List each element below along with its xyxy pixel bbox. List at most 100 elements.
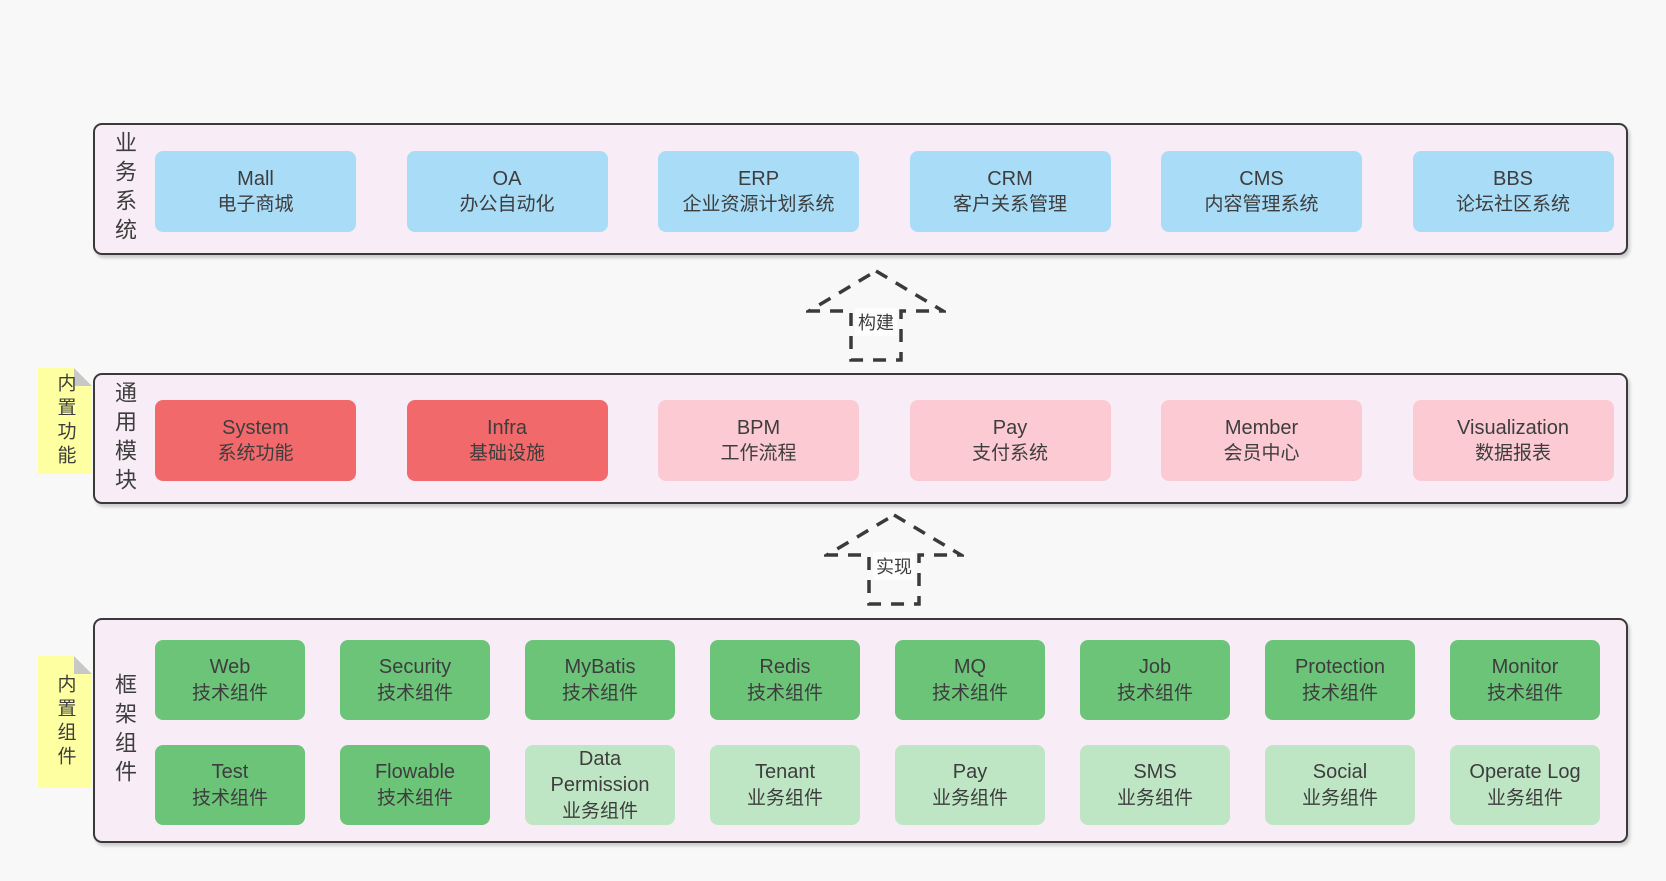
box-title: Web <box>209 656 251 679</box>
box-title: CMS <box>1239 167 1284 190</box>
box-pay: Pay 支付系统 <box>909 400 1111 481</box>
box-subtitle: 业务组件 <box>1116 787 1193 809</box>
sticky-note-built-in-features: 内置功能 <box>38 368 92 474</box>
box-subtitle: 业务组件 <box>1301 787 1378 809</box>
box-system: System 系统功能 <box>155 400 356 481</box>
box-oa: OA 办公自动化 <box>406 151 608 232</box>
box-subtitle: 数据报表 <box>1474 443 1551 465</box>
box-subtitle: 技术组件 <box>376 787 453 809</box>
box-title: CRM <box>987 167 1033 190</box>
box-mybatis: MyBatis 技术组件 <box>525 640 675 720</box>
box-subtitle: 技术组件 <box>931 682 1008 704</box>
box-subtitle: 技术组件 <box>561 682 638 704</box>
implement-arrow-label: 实现 <box>873 552 915 581</box>
box-subtitle: 技术组件 <box>191 682 268 704</box>
box-subtitle: 内容管理系统 <box>1204 194 1319 216</box>
box-mq: MQ 技术组件 <box>895 640 1045 720</box>
sticky-note-label: 内置功能 <box>54 373 76 469</box>
box-mall: Mall 电子商城 <box>155 151 356 232</box>
box-title: Pay <box>992 416 1028 439</box>
box-title: Protection <box>1294 656 1386 679</box>
box-subtitle: 办公自动化 <box>459 194 555 216</box>
box-operate-log: Operate Log 业务组件 <box>1450 745 1600 825</box>
build-arrow-label: 构建 <box>855 308 897 337</box>
box-job: Job 技术组件 <box>1080 640 1230 720</box>
box-crm: CRM 客户关系管理 <box>909 151 1111 232</box>
box-title: Operate Log <box>1469 761 1581 784</box>
box-subtitle: 会员中心 <box>1223 443 1300 465</box>
box-title: ERP <box>737 167 780 190</box>
box-subtitle: 电子商城 <box>217 194 294 216</box>
box-title: Monitor <box>1491 656 1559 679</box>
sticky-note-built-in-components: 内置组件 <box>38 656 92 788</box>
box-title: Social <box>1312 761 1368 784</box>
box-erp: ERP 企业资源计划系统 <box>658 151 859 232</box>
box-title: BPM <box>736 416 781 439</box>
box-subtitle: 客户关系管理 <box>952 194 1067 216</box>
build-arrow: 构建 <box>806 268 946 363</box>
box-subtitle: 业务组件 <box>931 787 1008 809</box>
box-subtitle: 技术组件 <box>1486 682 1563 704</box>
box-subtitle: 技术组件 <box>1301 682 1378 704</box>
box-title: Job <box>1138 656 1172 679</box>
box-member: Member 会员中心 <box>1161 400 1362 481</box>
box-subtitle: 技术组件 <box>746 682 823 704</box>
box-test: Test 技术组件 <box>155 745 305 825</box>
box-redis: Redis 技术组件 <box>710 640 860 720</box>
box-subtitle: 业务组件 <box>1486 787 1563 809</box>
folded-corner-icon <box>74 656 92 674</box>
box-subtitle: 业务组件 <box>561 800 638 822</box>
box-title: Flowable <box>374 761 456 784</box>
box-visualization: Visualization 数据报表 <box>1412 400 1614 481</box>
box-subtitle: 基础设施 <box>468 443 545 465</box>
box-sms: SMS 业务组件 <box>1080 745 1230 825</box>
box-title: OA <box>492 167 522 190</box>
box-social: Social 业务组件 <box>1265 745 1415 825</box>
box-security: Security 技术组件 <box>340 640 490 720</box>
box-title: System <box>222 416 289 439</box>
box-title: Security <box>378 656 452 679</box>
box-title: Redis <box>759 656 811 679</box>
box-title: Visualization <box>1457 416 1569 439</box>
box-subtitle: 工作流程 <box>720 443 797 465</box>
box-title: Tenant <box>754 761 816 784</box>
layer-label-components: 框架组件 <box>112 672 137 789</box>
box-data-permission: Data Permission 业务组件 <box>525 745 675 825</box>
box-bbs: BBS 论坛社区系统 <box>1412 151 1614 232</box>
business-systems-layer: 业务系统 Mall 电子商城 OA 办公自动化 ERP 企业资源计划系统 CRM 客户关系管理… <box>93 123 1628 255</box>
sticky-note-label: 内置组件 <box>54 674 76 770</box>
box-flowable: Flowable 技术组件 <box>340 745 490 825</box>
implement-arrow: 实现 <box>824 512 964 607</box>
layer-label-modules: 通用模块 <box>112 380 137 497</box>
box-title: Infra <box>486 416 528 439</box>
box-title: Mall <box>237 167 274 190</box>
box-title: Test <box>211 761 249 784</box>
layer-label-business: 业务系统 <box>112 131 137 247</box>
dashed-up-arrow-icon <box>824 512 964 606</box>
box-title: Pay <box>952 761 988 784</box>
box-subtitle: 系统功能 <box>217 443 294 465</box>
box-title: MQ <box>953 656 987 679</box>
box-subtitle: 技术组件 <box>191 787 268 809</box>
box-subtitle: 支付系统 <box>971 443 1048 465</box>
box-title: Member <box>1224 416 1299 439</box>
box-protection: Protection 技术组件 <box>1265 640 1415 720</box>
box-subtitle: 企业资源计划系统 <box>682 194 835 216</box>
box-title: Data Permission <box>550 748 650 797</box>
box-subtitle: 论坛社区系统 <box>1455 194 1570 216</box>
box-title: MyBatis <box>564 656 636 679</box>
common-modules-layer: 通用模块 System 系统功能 Infra 基础设施 BPM 工作流程 Pay 支付系统 Me… <box>93 373 1628 504</box>
box-infra: Infra 基础设施 <box>406 400 608 481</box>
box-title: SMS <box>1133 761 1177 784</box>
box-subtitle: 业务组件 <box>746 787 823 809</box>
box-pay: Pay 业务组件 <box>895 745 1045 825</box>
box-subtitle: 技术组件 <box>376 682 453 704</box>
box-cms: CMS 内容管理系统 <box>1161 151 1362 232</box>
box-title: BBS <box>1492 167 1534 190</box>
box-web: Web 技术组件 <box>155 640 305 720</box>
dashed-up-arrow-icon <box>806 268 946 362</box>
box-monitor: Monitor 技术组件 <box>1450 640 1600 720</box>
box-subtitle: 技术组件 <box>1116 682 1193 704</box>
